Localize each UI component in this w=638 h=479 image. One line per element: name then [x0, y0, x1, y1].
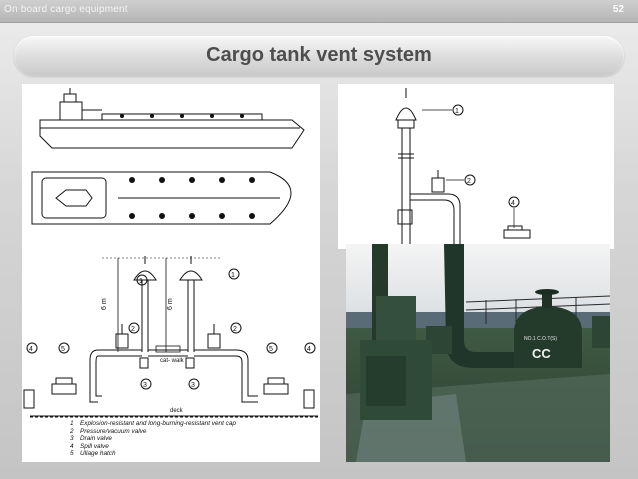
tank-marking: NO.1 C.O.T(S): [524, 336, 557, 342]
page-number: 52: [612, 4, 624, 15]
callout-1b: 1: [139, 278, 143, 285]
callout-2a: 2: [233, 326, 237, 333]
deck-vent-photo: NO.1 C.O.T(S) CC: [346, 244, 610, 462]
catwalk-label: cat- walk: [160, 358, 185, 364]
callout-3b: 3: [191, 382, 195, 389]
ship-schematic-drawing: 6 m 6 m cat- walk deck 1 1 2 2 3 3 4 4 5…: [23, 88, 318, 418]
height-label-right: 6 m: [167, 298, 174, 310]
section-label: On board cargo equipment: [4, 4, 128, 15]
detail-callout-2: 2: [467, 178, 471, 185]
callout-5a: 5: [61, 346, 65, 353]
detail-callout-4: 4: [511, 200, 515, 207]
deck-label: deck: [170, 408, 184, 414]
callout-3a: 3: [143, 382, 147, 389]
callout-1a: 1: [231, 272, 235, 279]
title-bar: [14, 36, 624, 76]
top-bar: On board cargo equipment 52: [0, 0, 638, 23]
vent-system-diagram: 6 m 6 m cat- walk deck 1 1 2 2 3 3 4 4 5…: [22, 84, 320, 462]
height-label-left: 6 m: [101, 298, 108, 310]
tank-letters: CC: [532, 346, 551, 361]
deck-photo-illustration: NO.1 C.O.T(S) CC: [346, 244, 610, 462]
vent-riser-drawing: 1 2 4: [395, 88, 531, 244]
callout-5b: 5: [269, 346, 273, 353]
callout-2b: 2: [131, 326, 135, 333]
callout-4a: 4: [29, 346, 33, 353]
slide-title: Cargo tank vent system: [206, 44, 432, 66]
callout-4b: 4: [307, 346, 311, 353]
vent-detail-diagram: 1 2 4: [338, 84, 614, 249]
detail-callout-1: 1: [455, 108, 459, 115]
